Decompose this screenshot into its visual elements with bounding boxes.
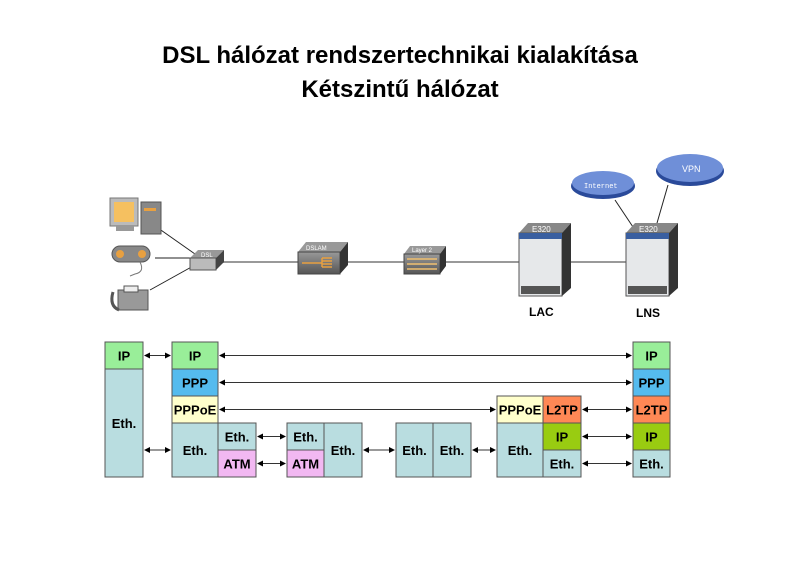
lns-router-icon: E320	[625, 223, 678, 297]
modem-label: DSL	[201, 253, 213, 259]
modem-atm-box	[217, 449, 257, 478]
modem-eth-wan-label: Eth.	[225, 430, 250, 445]
lac-ip-label: IP	[556, 430, 569, 445]
internet-cloud-icon: Internet	[571, 171, 635, 199]
layer2-label: Layer 2	[412, 248, 433, 254]
internet-label: Internet	[584, 183, 618, 191]
protocol-arrows	[144, 352, 632, 467]
lac-ip-box	[542, 422, 582, 451]
lns-eth-box	[632, 449, 671, 478]
modem-pppoe-label: PPPoE	[174, 403, 217, 418]
dslam-label: DSLAM	[306, 246, 327, 252]
link-vpn	[654, 184, 669, 231]
dslam-eth-in-label: Eth.	[293, 430, 318, 445]
modem-eth-wan-box	[217, 422, 257, 451]
lns-ppp-label: PPP	[638, 376, 664, 391]
pc-icon	[109, 197, 162, 235]
l2-eth-out-box	[432, 422, 472, 478]
dslam-atm-label: ATM	[292, 457, 319, 472]
modem-ip-box	[171, 341, 219, 370]
client-eth-box	[104, 368, 144, 478]
modem-eth-box	[171, 422, 219, 478]
lac-router-icon: E320	[518, 223, 571, 297]
dslam-icon: DSLAM	[297, 242, 348, 275]
lac-pppoe-label: PPPoE	[499, 403, 542, 418]
client-ip-label: IP	[118, 349, 131, 364]
link-internet	[614, 199, 636, 231]
lac-box-label: E320	[532, 225, 551, 234]
lns-l2tp-label: L2TP	[636, 403, 668, 418]
dsl-modem-icon: DSL	[189, 250, 224, 271]
client-eth-label: Eth.	[112, 416, 137, 431]
l2-eth-in-box	[395, 422, 434, 478]
modem-ppp-box	[171, 368, 219, 397]
lns-ip-tunnel-box	[632, 422, 671, 451]
lac-l2tp-label: L2TP	[546, 403, 578, 418]
link-pc	[157, 227, 196, 255]
title-line-1: DSL hálózat rendszertechnikai kialakítás…	[162, 42, 638, 69]
layer2-switch-icon: Layer 2	[403, 246, 446, 275]
phone-icon	[110, 285, 149, 312]
lac-label: LAC	[529, 305, 554, 319]
lns-eth-label: Eth.	[639, 457, 664, 472]
lns-ip-label: IP	[645, 349, 658, 364]
link-phone	[149, 264, 196, 291]
vpn-label: VPN	[682, 164, 701, 174]
lac-eth-out-label: Eth.	[550, 457, 575, 472]
lns-box-label: E320	[639, 225, 658, 234]
l2-eth-out-label: Eth.	[440, 443, 465, 458]
lac-eth-out-box	[542, 449, 582, 478]
modem-atm-label: ATM	[223, 457, 250, 472]
lns-label: LNS	[636, 306, 660, 320]
l2-eth-in-label: Eth.	[402, 443, 427, 458]
modem-ip-label: IP	[189, 349, 202, 364]
dslam-eth-out-box	[323, 422, 363, 478]
vpn-cloud-icon: VPN	[656, 154, 724, 186]
gamepad-icon	[111, 245, 151, 277]
client-ip-box	[104, 341, 144, 370]
title-line-2: Kétszintű hálózat	[301, 76, 499, 103]
dslam-eth-out-label: Eth.	[331, 443, 356, 458]
modem-ppp-label: PPP	[182, 376, 208, 391]
lns-ip-tunnel-label: IP	[645, 430, 658, 445]
lac-eth-in-label: Eth.	[508, 443, 533, 458]
protocol-stack: IP Eth. IP PPP PPPoE Eth. Eth. ATM Eth. ATM Eth. Et…	[104, 341, 671, 478]
modem-eth-label: Eth.	[183, 443, 208, 458]
